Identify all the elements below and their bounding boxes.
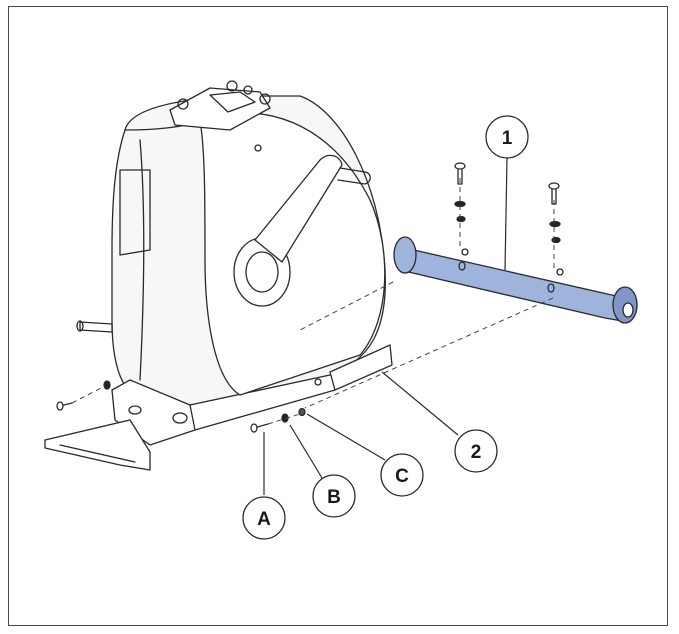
callout-1: 1: [485, 115, 529, 159]
callout-b: B: [312, 474, 356, 518]
callouts: 1 2 A B C: [242, 115, 529, 540]
alignment-lines: [71, 178, 555, 425]
top-bolts-icon: [454, 162, 561, 244]
callout-b-label: B: [327, 487, 341, 508]
bike-housing-icon: [44, 80, 393, 471]
callout-c: C: [380, 453, 424, 497]
stabilizer-tube-icon: [393, 236, 638, 324]
diagram-frame: [8, 6, 668, 626]
callout-2-label: 2: [471, 442, 482, 463]
leader-lines: [263, 157, 508, 495]
callout-1-label: 1: [502, 128, 513, 149]
callout-a: A: [242, 496, 286, 540]
callout-a-label: A: [257, 509, 271, 530]
callout-2: 2: [454, 429, 498, 473]
callout-c-label: C: [395, 466, 409, 487]
side-bolts-icon: [56, 380, 306, 433]
